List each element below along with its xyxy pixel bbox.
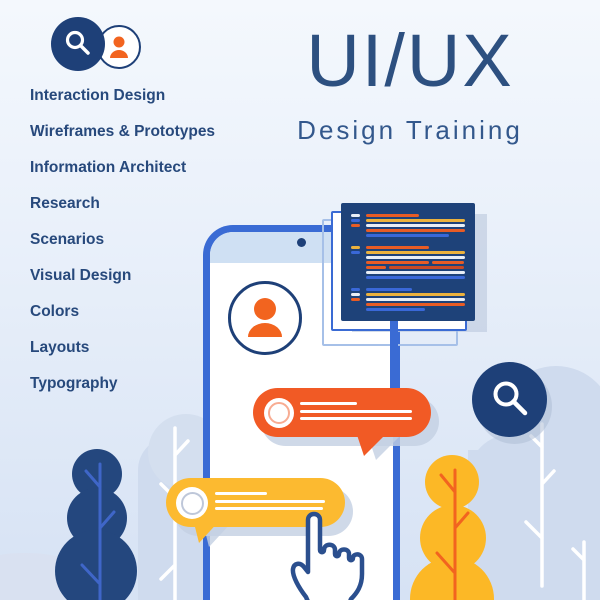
message-lines: [300, 402, 412, 425]
code-line: [351, 271, 465, 274]
page-title: UI/UX: [306, 19, 514, 102]
code-line: [351, 298, 465, 301]
user-icon: [248, 298, 282, 337]
code-line: [351, 276, 465, 279]
message-line: [300, 402, 357, 405]
code-line: [351, 251, 465, 254]
code-block: [351, 214, 465, 239]
feature-item: Wireframes & Prototypes: [30, 123, 216, 140]
bubble-avatar-ring: [268, 401, 290, 424]
bubble-avatar-dot: [264, 397, 294, 428]
code-line: [351, 229, 465, 232]
code-block: [351, 246, 465, 281]
search-icon: [493, 381, 527, 415]
camera-dot: [297, 238, 306, 247]
feature-item: Information Architect: [30, 159, 187, 176]
code-line: [351, 266, 465, 269]
yellow-tree: [410, 455, 494, 600]
message-line: [215, 499, 325, 503]
code-line: [351, 308, 465, 311]
code-block: [351, 288, 465, 313]
feature-item: Typography: [30, 375, 118, 392]
orange-bubble-tail: [356, 432, 400, 460]
code-line: [351, 214, 465, 217]
orange-chat-bubble: [253, 388, 431, 437]
code-line: [351, 246, 465, 249]
feature-item: Layouts: [30, 339, 90, 356]
bubble-avatar-ring: [180, 491, 204, 515]
message-line: [300, 409, 412, 413]
search-circle: [472, 362, 547, 437]
search-icon: [65, 30, 90, 55]
code-line: [351, 303, 465, 306]
bubble-avatar-dot: [176, 487, 208, 519]
feature-item: Visual Design: [30, 267, 132, 284]
code-line: [351, 256, 465, 259]
navy-tree: [55, 449, 137, 600]
code-line: [351, 288, 465, 291]
message-line: [215, 492, 267, 495]
message-line: [215, 507, 323, 510]
code-line: [351, 224, 465, 227]
code-line: [351, 234, 465, 237]
code-window-stem: [390, 312, 398, 390]
page-subtitle: Design Training: [297, 115, 523, 145]
user-icon: [110, 36, 128, 58]
code-window: [341, 203, 475, 321]
feature-item: Research: [30, 195, 100, 212]
code-line: [351, 261, 465, 264]
avatar: [228, 281, 302, 355]
feature-item: Scenarios: [30, 231, 105, 248]
message-line: [300, 417, 412, 420]
search-badge: [51, 17, 105, 71]
feature-item: Colors: [30, 303, 80, 320]
hand-pointer-icon: [290, 511, 365, 600]
code-line: [351, 219, 465, 222]
feature-item: Interaction Design: [30, 87, 166, 104]
message-lines: [215, 492, 325, 515]
yellow-chat-bubble: [166, 478, 345, 527]
code-line: [351, 293, 465, 296]
title-block: UI/UX Design Training: [285, 24, 535, 146]
